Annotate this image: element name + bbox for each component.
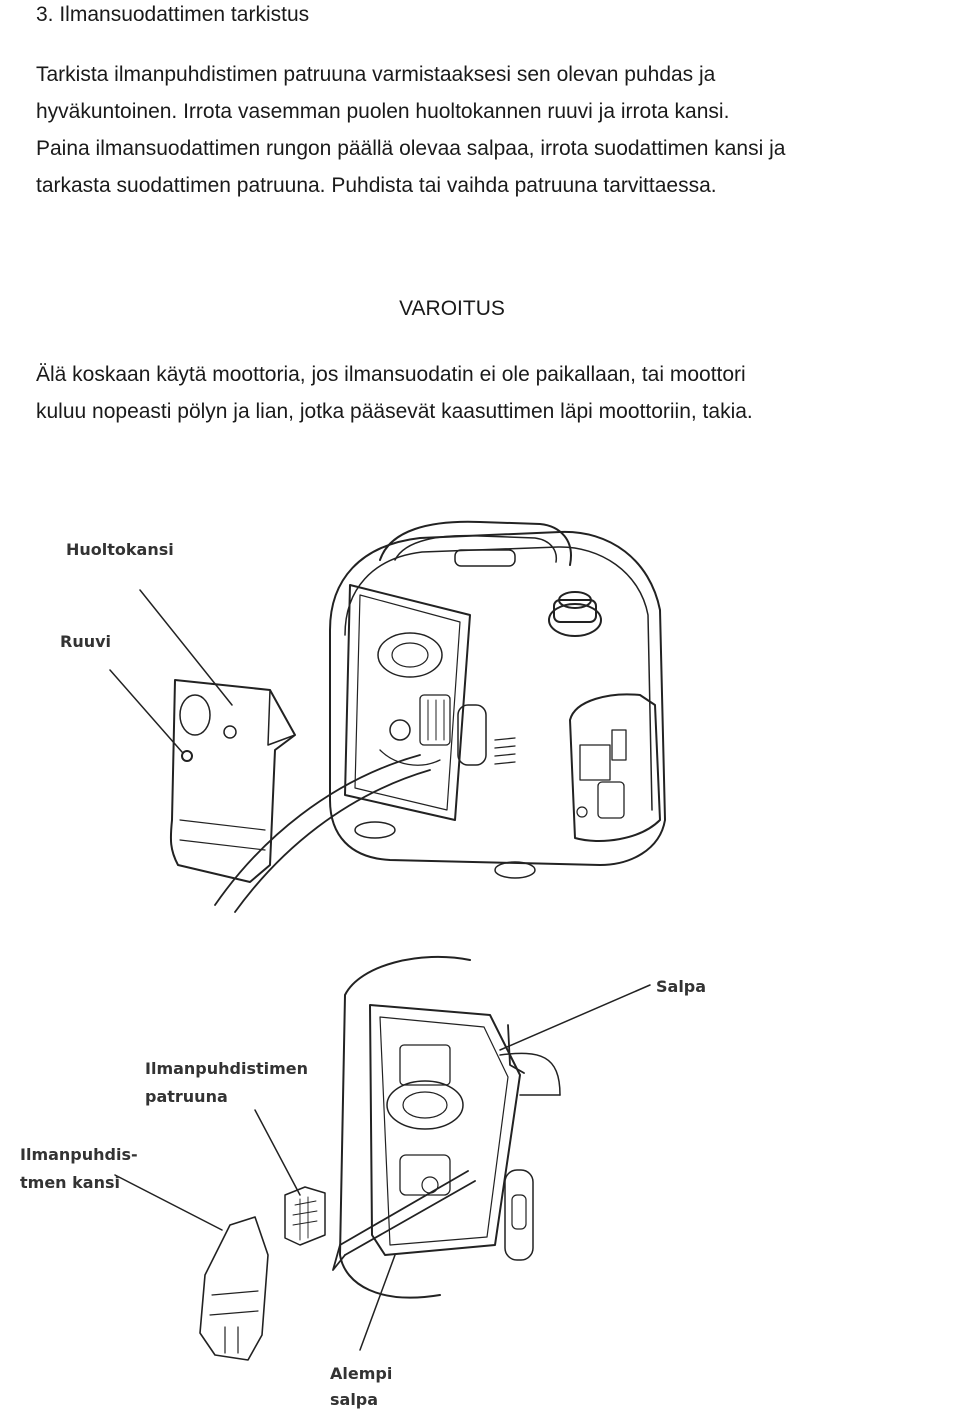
latch-tab bbox=[507, 1024, 525, 1074]
service-cover-panel bbox=[169, 679, 296, 883]
leader-kansi bbox=[114, 1174, 223, 1231]
removal-arrow bbox=[214, 754, 421, 906]
label-alempi-salpa: salpa bbox=[330, 1390, 379, 1409]
generator-body bbox=[329, 530, 666, 866]
label-huoltokansi: Huoltokansi bbox=[66, 540, 174, 559]
control-panel bbox=[569, 693, 661, 842]
label-patruuna: patruuna bbox=[145, 1087, 228, 1106]
vents bbox=[494, 737, 516, 765]
label-ilmanpuhdis: Ilmanpuhdis- bbox=[20, 1145, 138, 1164]
handle bbox=[379, 520, 572, 566]
leader-alempi bbox=[359, 1254, 396, 1351]
leader-salpa bbox=[499, 984, 651, 1051]
warning-title: VAROITUS bbox=[399, 297, 505, 320]
filter-box bbox=[386, 1044, 464, 1196]
fuel-cap bbox=[548, 591, 602, 637]
filter-bay bbox=[369, 1004, 521, 1256]
paragraph-line: Paina ilmansuodattimen rungon päällä ole… bbox=[36, 137, 786, 160]
warning-text: Älä koskaan käytä moottoria, jos ilmansu… bbox=[36, 356, 956, 430]
section-heading: 3. Ilmansuodattimen tarkistus bbox=[36, 3, 310, 26]
paragraph-line: hyväkuntoinen. Irrota vasemman puolen hu… bbox=[36, 100, 730, 123]
air-filter-illustration bbox=[114, 955, 651, 1361]
filter-cartridge bbox=[284, 1186, 326, 1246]
leader-ruuvi bbox=[109, 669, 183, 753]
warning-line: Älä koskaan käytä moottoria, jos ilmansu… bbox=[36, 363, 746, 386]
paragraph-line: Tarkista ilmanpuhdistimen patruuna varmi… bbox=[36, 63, 716, 86]
label-ilmanpuhdistimen: Ilmanpuhdistimen bbox=[145, 1059, 309, 1078]
figure-generator-service-cover: Huoltokansi Ruuvi bbox=[0, 520, 960, 930]
lower-latch-arrow bbox=[339, 1170, 476, 1256]
label-ruuvi: Ruuvi bbox=[60, 632, 112, 651]
service-bay bbox=[344, 584, 471, 821]
instruction-paragraph: Tarkista ilmanpuhdistimen patruuna varmi… bbox=[36, 56, 956, 204]
warning-line: kuluu nopeasti pölyn ja lian, jotka pääs… bbox=[36, 400, 753, 423]
leader-patruuna bbox=[254, 1109, 301, 1196]
generator-illustration bbox=[109, 520, 666, 913]
filter-cover bbox=[199, 1216, 269, 1361]
label-tmen-kansi: tmen kansi bbox=[20, 1173, 120, 1192]
paragraph-line: tarkasta suodattimen patruuna. Puhdista … bbox=[36, 174, 717, 197]
label-salpa: Salpa bbox=[656, 977, 707, 996]
leader-huoltokansi bbox=[139, 589, 233, 706]
figure-air-filter-detail: Salpa Ilmanpuhdistimen patruuna Ilmanpuh… bbox=[0, 955, 960, 1417]
label-alempi: Alempi bbox=[330, 1364, 393, 1383]
